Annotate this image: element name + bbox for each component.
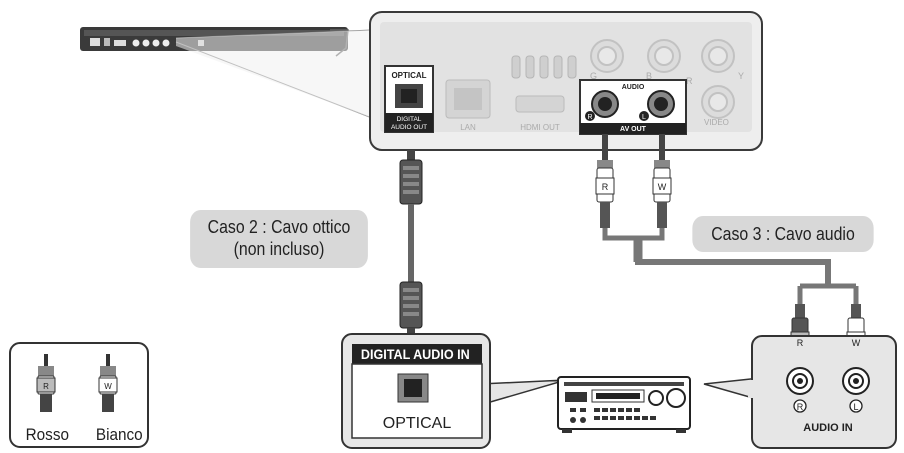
cable-plug-w-label: W [658,182,667,192]
case2-caption-line1: Caso 2 : Cavo ottico [207,217,351,237]
lan-label: LAN [460,123,476,132]
port-marker-y: Y [738,71,744,81]
plug-r-label: R [797,338,804,348]
case2-caption-line2: (non incluso) [233,239,325,259]
case3-caption-text: Caso 3 : Cavo audio [711,224,855,244]
optical-port-label: OPTICAL [391,71,426,80]
port-marker-r: R [686,76,693,86]
legend-plug-r: R [43,382,49,391]
plug-w-label: W [852,338,861,348]
av-receiver [557,376,691,433]
optical-cable [399,150,423,342]
cable-plug-r-label: R [602,182,609,192]
digital-audio-in-title: DIGITAL AUDIO IN [361,346,470,362]
audio-out-label: AUDIO OUT [391,124,427,131]
digital-label: DIGITAL [397,116,422,123]
port-marker-g: G [590,71,597,81]
legend-box: R W Rosso Bianco [9,342,149,448]
legend-plug-w: W [104,382,112,391]
optical-input-callout: DIGITAL AUDIO IN OPTICAL [341,333,567,449]
player-back-panel: G B R Y VIDEO OPTICAL DIGITAL AUDIO OUT … [369,11,763,151]
audio-in-callout: R W R L AUDIO IN [703,335,897,449]
case3-caption: Caso 3 : Cavo audio [692,216,874,252]
legend-red-label: Rosso [26,425,69,444]
av-out-label: AV OUT [620,126,647,133]
jack-l-marker: L [853,402,858,412]
rca-cable: R W [595,134,866,370]
jack-r-marker: R [797,402,804,412]
audio-in-label: AUDIO IN [803,422,853,434]
right-marker: R [587,114,592,121]
audio-label: AUDIO [622,84,645,91]
hdmi-out-label: HDMI OUT [520,123,560,132]
legend-white-label: Bianco [96,425,143,444]
video-label: VIDEO [704,118,729,127]
port-marker-b: B [646,71,652,81]
case2-caption: Caso 2 : Cavo ottico (non incluso) [190,210,368,268]
optical-input-label: OPTICAL [383,415,452,432]
left-marker: L [642,114,646,121]
